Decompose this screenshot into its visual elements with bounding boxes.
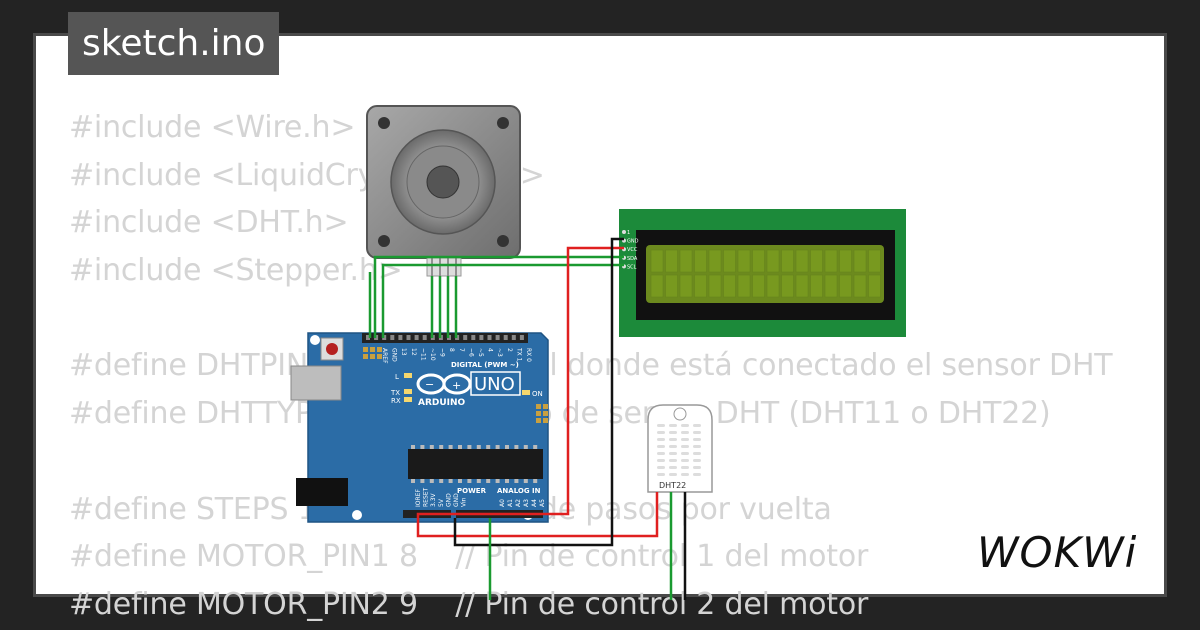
header-pin[interactable] bbox=[406, 335, 411, 340]
pin-label: A2 bbox=[515, 499, 522, 507]
pin-label: 12 bbox=[410, 348, 417, 356]
lcd-pin-label: SCL bbox=[627, 264, 637, 270]
pin-label: TX 1 bbox=[515, 347, 522, 362]
pin-label: 5V bbox=[438, 498, 445, 507]
code-line: #include <DHT.h> bbox=[69, 205, 349, 241]
pin-label: RESET bbox=[423, 487, 430, 507]
pin-label: 7 bbox=[458, 348, 465, 352]
header-pin[interactable] bbox=[487, 335, 492, 340]
arduino-uno-board[interactable]: − + UNO ARDUINO DIGITAL (PWM ~) L TX RX … bbox=[290, 332, 549, 523]
header-pin[interactable] bbox=[414, 335, 419, 340]
pin-label: GND bbox=[391, 348, 398, 362]
wires bbox=[368, 237, 687, 600]
led-rx-label: RX bbox=[391, 397, 401, 405]
svg-text:WOKWi: WOKWi bbox=[977, 528, 1137, 577]
header-pin[interactable] bbox=[422, 335, 427, 340]
pin-label: ~6 bbox=[467, 348, 474, 357]
led-l-label: L bbox=[395, 373, 399, 381]
pin-label: RX 0 bbox=[525, 348, 532, 362]
wokwi-logo: WOKWi bbox=[977, 528, 1137, 577]
analog-label: ANALOG IN bbox=[497, 487, 541, 495]
page-title: sketch.ino bbox=[68, 12, 280, 75]
pin-label: Vin bbox=[461, 497, 468, 507]
header-pin[interactable] bbox=[503, 335, 508, 340]
pin-label: GND bbox=[453, 493, 460, 507]
header-pin[interactable] bbox=[479, 335, 484, 340]
svg-text:−: − bbox=[425, 378, 434, 391]
header-pin[interactable] bbox=[495, 335, 500, 340]
pin-label: ~3 bbox=[496, 348, 503, 357]
lcd-pin-label: GND bbox=[627, 239, 639, 245]
code-line: #define MOTOR_PIN1 8 // Pin de control 1… bbox=[69, 539, 869, 575]
pin-label: 4 bbox=[487, 348, 494, 352]
header-pin[interactable] bbox=[398, 335, 403, 340]
pin-label: A0 bbox=[499, 499, 506, 507]
code-line: #include <Wire.h> bbox=[69, 110, 356, 145]
header-pin[interactable] bbox=[471, 335, 476, 340]
pin-label: 13 bbox=[400, 348, 407, 356]
pin-label: A1 bbox=[507, 499, 514, 507]
lcd-pin-label: VCC bbox=[627, 247, 638, 253]
pin-label: A5 bbox=[539, 499, 546, 507]
header-pin[interactable] bbox=[390, 335, 395, 340]
pin-label: AREF bbox=[381, 348, 388, 364]
lcd-pin-label: SDA bbox=[627, 256, 638, 262]
pin-label: 3.3V bbox=[430, 492, 437, 507]
stepper-motor[interactable] bbox=[366, 105, 521, 277]
on-label: ON bbox=[532, 390, 543, 398]
pin-label: ~5 bbox=[477, 348, 484, 357]
pin-label: ~9 bbox=[439, 348, 446, 357]
svg-text:+: + bbox=[452, 379, 461, 392]
pin-label: A3 bbox=[523, 499, 530, 507]
header-pin[interactable] bbox=[511, 335, 516, 340]
pin-label: A4 bbox=[531, 499, 538, 507]
pin-label: ~10 bbox=[429, 348, 436, 361]
dht22-sensor[interactable]: DHT22 bbox=[647, 404, 713, 493]
arduino-label: ARDUINO bbox=[418, 398, 466, 408]
pin-label: GND bbox=[445, 493, 452, 507]
digital-label: DIGITAL (PWM ~) bbox=[451, 361, 519, 369]
pin-label: IOREF bbox=[415, 489, 422, 507]
led-tx-label: TX bbox=[390, 389, 400, 397]
lcd-pin-label: 1 bbox=[627, 230, 630, 236]
header-pin[interactable] bbox=[463, 335, 468, 340]
preview-card: #include <Wire.h>#include <LiquidCrystal… bbox=[33, 33, 1167, 622]
header-pin[interactable] bbox=[519, 335, 524, 340]
pin-label: ~11 bbox=[419, 348, 426, 361]
pin-label: 2 bbox=[506, 348, 513, 352]
pin-label: 8 bbox=[448, 348, 455, 352]
header-pin[interactable] bbox=[366, 335, 370, 340]
dht22-label: DHT22 bbox=[659, 481, 686, 490]
code-line: #define MOTOR_PIN2 9 // Pin de control 2… bbox=[69, 586, 869, 622]
uno-label: UNO bbox=[474, 374, 515, 395]
power-label: POWER bbox=[457, 487, 487, 495]
code-line: #include <Stepper.h> bbox=[69, 253, 403, 289]
